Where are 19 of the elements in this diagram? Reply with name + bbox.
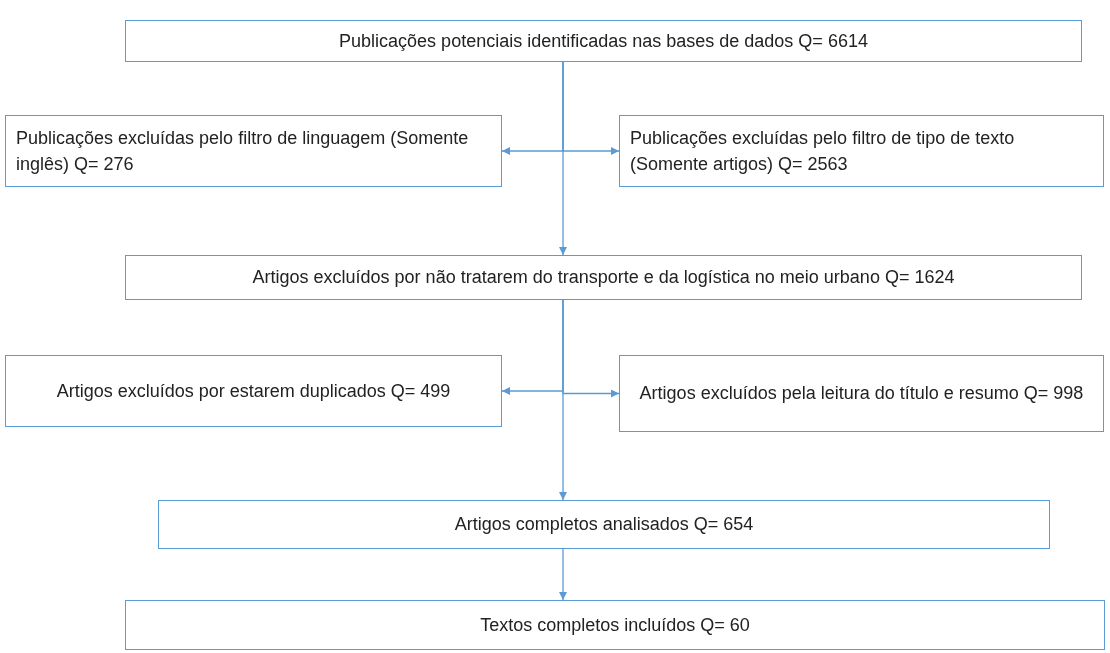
process-box bbox=[5, 115, 502, 187]
process-box bbox=[125, 20, 1082, 62]
box-text: Publicações excluídas pelo filtro de linguagem (Somente inglês) Q= 276 bbox=[16, 126, 470, 176]
box-text: Artigos excluídos pela leitura do título e resumo Q= 998 bbox=[639, 382, 1084, 406]
process-box bbox=[619, 115, 1104, 187]
box-text: Publicações excluídas pelo filtro de tipo de texto (Somente artigos) Q= 2563 bbox=[630, 126, 1016, 176]
box-text: Artigos excluídos por estarem duplicados Q= 499 bbox=[56, 379, 451, 403]
box-text: Publicações potenciais identificadas nas bases de dados Q= 6614 bbox=[339, 29, 868, 53]
box-text: Artigos excluídos por não tratarem do transporte e da logística no meio urbano Q= 1624 bbox=[252, 266, 955, 290]
process-box bbox=[5, 355, 502, 427]
arrow bbox=[559, 299, 567, 501]
process-box bbox=[125, 255, 1082, 300]
box-text: Artigos completos analisados Q= 654 bbox=[454, 513, 754, 537]
arrow bbox=[559, 61, 567, 256]
process-box bbox=[158, 500, 1050, 549]
arrow bbox=[559, 548, 567, 601]
process-box bbox=[125, 600, 1105, 650]
process-box bbox=[619, 355, 1104, 432]
box-text: Textos completos incluídos Q= 60 bbox=[480, 613, 750, 637]
